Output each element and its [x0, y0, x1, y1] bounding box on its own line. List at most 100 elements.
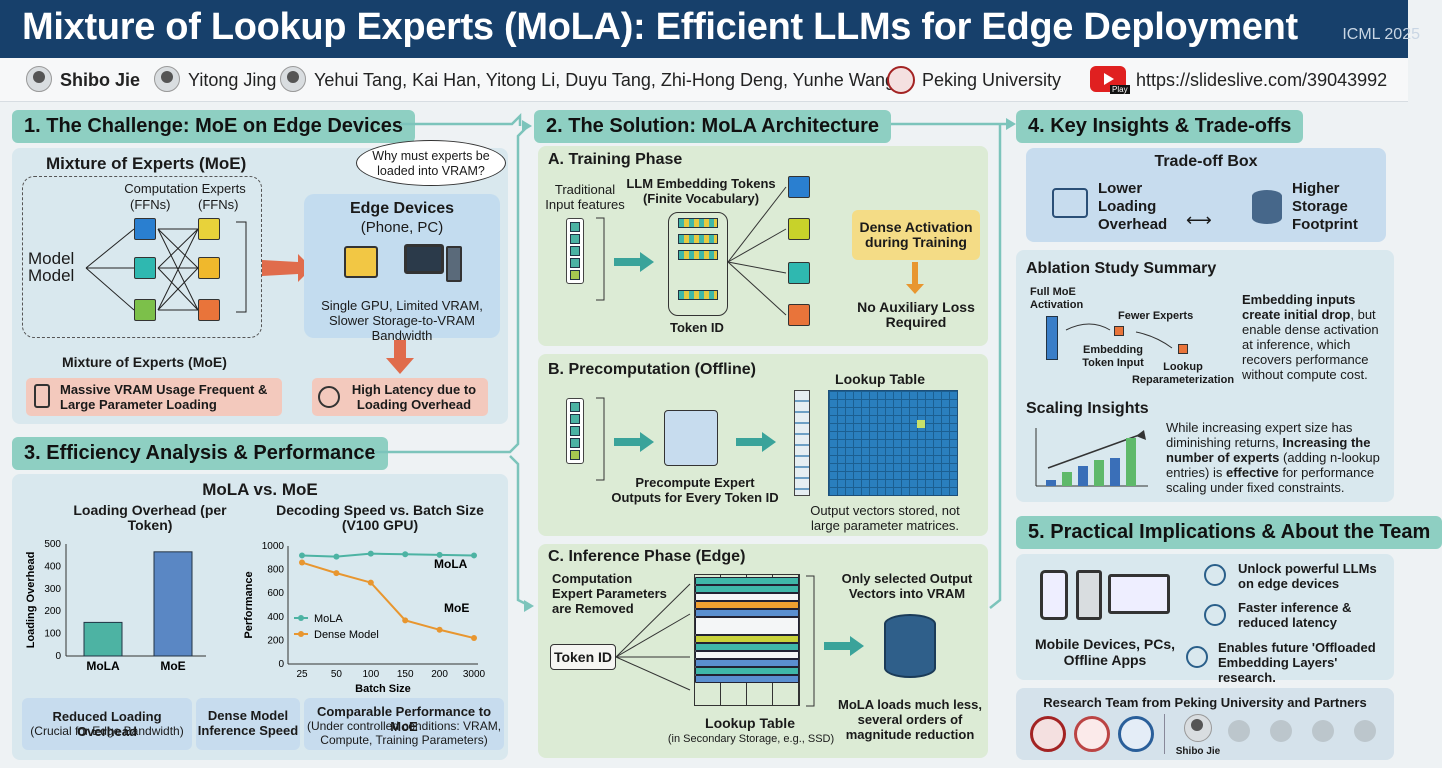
- implication-3: Enables future 'Offloaded Embedding Laye…: [1218, 640, 1376, 685]
- member-name: Shibo Jie: [1175, 746, 1221, 757]
- ssd-lookup-table: [694, 574, 800, 706]
- ssd-table-note: (in Secondary Storage, e.g., SSD): [667, 733, 835, 745]
- monitor-icon: [404, 244, 444, 274]
- data-point: [471, 552, 477, 559]
- double-arrow-icon: ⟷: [1186, 210, 1212, 230]
- data-point: [299, 559, 305, 566]
- inference-title: C. Inference Phase (Edge): [548, 548, 746, 565]
- y-tick-label: 300: [44, 584, 61, 595]
- selected-vectors-label: Only selected Output Vectors into VRAM: [841, 571, 973, 601]
- embedding-table: [668, 212, 728, 316]
- benefit-box: [304, 698, 504, 750]
- embedding-row: [678, 250, 718, 260]
- expert-cube: [134, 299, 156, 321]
- pc-tower-icon: [446, 246, 462, 282]
- author-avatar: [154, 66, 180, 92]
- bar: [153, 551, 193, 657]
- implication-1: Unlock powerful LLMs on edge devices: [1238, 561, 1377, 591]
- ffns-label: (FFNs): [198, 197, 239, 212]
- solution-arrows: [596, 186, 924, 707]
- token-id-label: Token ID: [670, 320, 724, 335]
- legend-marker: [298, 615, 304, 621]
- share-icon: [1204, 604, 1226, 626]
- warning-vram: [26, 378, 282, 416]
- ablation-title: Ablation Study Summary: [1026, 260, 1217, 277]
- section-1-tab: 1. The Challenge: MoE on Edge Devices: [12, 110, 415, 143]
- data-point: [436, 626, 443, 633]
- token-id-box: [550, 644, 616, 670]
- divider: [1164, 714, 1165, 754]
- series-annotation: MoLA: [434, 557, 468, 571]
- moe-caption: Mixture of Experts (MoE): [62, 354, 227, 370]
- stopwatch-icon: [318, 386, 340, 408]
- chip-icon: [344, 246, 378, 278]
- comp-experts-label: Computation Experts: [124, 181, 246, 196]
- tradeoff-title: Trade-off Box: [1154, 153, 1258, 170]
- scaling-text: While increasing expert size has diminis…: [1166, 420, 1380, 495]
- embedding-row: [678, 290, 718, 300]
- series-annotation: MoE: [444, 601, 469, 615]
- devices-label: Mobile Devices, PCs, Offline Apps: [1034, 636, 1176, 668]
- higher-storage: Higher Storage Footprint: [1292, 180, 1358, 233]
- y-tick-label: 400: [44, 561, 61, 572]
- video-link[interactable]: https://slideslive.com/39043992: [1136, 70, 1388, 90]
- author-list: Yehui Tang, Kai Han, Yitong Li, Duyu Tan…: [314, 70, 896, 90]
- x-tick-label: MoLA: [86, 659, 120, 673]
- scaling-bar: [1126, 438, 1136, 486]
- scaling-bar: [1110, 458, 1120, 486]
- data-point: [367, 550, 374, 557]
- data-point: [402, 617, 409, 624]
- page-title: Mixture of Lookup Experts (MoLA): Effici…: [22, 6, 1298, 48]
- venue-label: ICML 2025: [1342, 26, 1420, 43]
- chart2-title: Decoding Speed vs. Batch Size (V100 GPU): [276, 502, 484, 533]
- moe-box: [22, 176, 262, 338]
- ablation-bar: [1114, 326, 1124, 336]
- legend-label: MoLA: [314, 613, 343, 625]
- x-tick-label: 150: [397, 669, 414, 680]
- token-id-input: Token ID: [553, 649, 613, 665]
- author-avatar: [280, 66, 306, 92]
- y-tick-label: 200: [267, 635, 284, 646]
- x-tick-label: 25: [296, 669, 308, 680]
- embedding-row: [678, 234, 718, 244]
- member-avatar: [1184, 714, 1212, 742]
- ablation-bar: [1178, 344, 1188, 354]
- data-point: [471, 635, 477, 642]
- section-3-tab: 3. Efficiency Analysis & Performance: [12, 437, 388, 470]
- x-tick-label: MoE: [160, 659, 185, 673]
- training-title: A. Training Phase: [548, 151, 683, 168]
- dense-activation-text: Dense Activation during Training: [859, 219, 973, 250]
- expert-cube: [198, 218, 220, 240]
- lower-overhead: Lower Loading Overhead: [1098, 180, 1168, 233]
- section-5-tab: 5. Practical Implications & About the Te…: [1016, 516, 1442, 549]
- data-point: [436, 551, 443, 558]
- x-tick-label: 3000: [463, 669, 486, 680]
- implication-2: Faster inference & reduced latency: [1238, 600, 1352, 630]
- traditional-label: Traditional Input features: [545, 182, 625, 212]
- series-line: [301, 561, 475, 640]
- y-tick-label: 600: [267, 588, 284, 599]
- ssd-table-label: Lookup Table: [705, 715, 795, 731]
- y-tick-label: 0: [278, 659, 284, 670]
- flow-connectors: [374, 112, 1016, 612]
- legend-marker: [298, 631, 304, 637]
- moe-network-lines: [85, 221, 414, 374]
- author-2: Yitong Jing: [188, 70, 277, 90]
- embedding-input-label: Embedding Token Input: [1082, 344, 1144, 369]
- expert-cube: [788, 304, 810, 326]
- scaling-bar: [1078, 466, 1088, 486]
- y-tick-label: 800: [267, 565, 284, 576]
- benefit-box: [196, 698, 300, 750]
- benefit-2: Dense Model Inference Speed: [197, 708, 299, 738]
- full-moe-label: Full MoE Activation: [1030, 286, 1084, 311]
- expert-cube: [134, 218, 156, 240]
- partner-logo-icon: [1074, 716, 1110, 752]
- ablation-bar: [1046, 316, 1058, 360]
- placeholder-avatar-icon: [1312, 720, 1334, 742]
- insights-panel: [1016, 250, 1394, 502]
- y-axis-label: Performance: [243, 571, 255, 638]
- y-tick-label: 1000: [262, 541, 285, 552]
- expert-cube: [198, 299, 220, 321]
- expert-network-doc-icon: [664, 410, 718, 466]
